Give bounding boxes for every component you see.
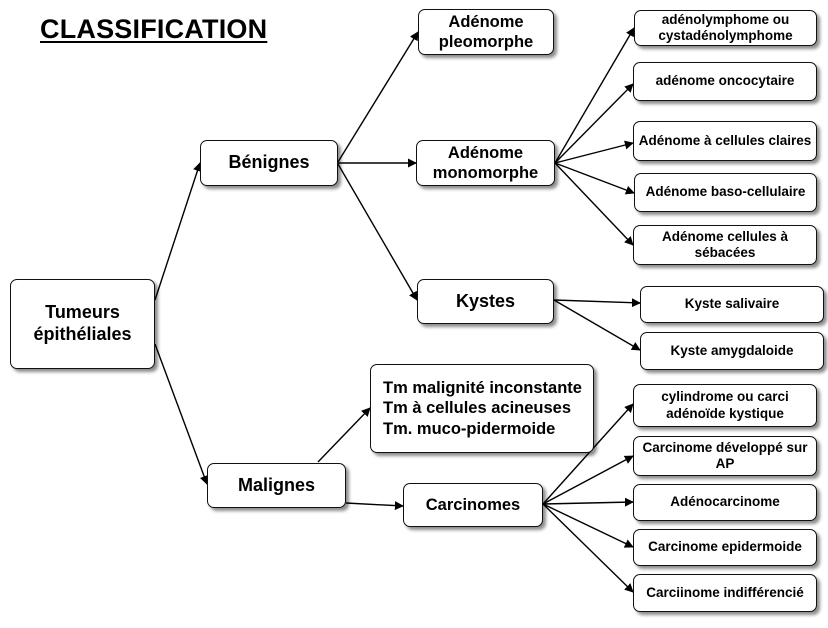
arrow-carc-adenocarcinome	[542, 497, 634, 507]
arrow-mono-sebacees	[554, 162, 634, 246]
arrow-kystes-salivaire	[553, 298, 641, 308]
node-cylindrome: cylindrome ou carci adénoïde kystique	[633, 384, 817, 427]
node-carcinome-epidermoide: Carcinome epidermoide	[633, 529, 817, 566]
diagram-title: CLASSIFICATION	[40, 14, 268, 44]
arrow-mono-oncocytaire	[554, 83, 634, 164]
node-carcinome-indifferencie: Carciinome indifférencié	[633, 574, 817, 612]
arrow-benignes-pleomorphe	[337, 31, 419, 163]
tm-malignite-inconstante: Tm malignité inconstante	[383, 379, 582, 398]
arrow-benignes-kystes	[337, 163, 418, 301]
node-kyste-amygdaloide: Kyste amygdaloide	[640, 332, 824, 370]
arrow-mono-claires	[554, 140, 634, 164]
node-adenome-oncocytaire: adénome oncocytaire	[633, 62, 817, 101]
node-kyste-salivaire: Kyste salivaire	[640, 286, 824, 323]
tm-muco-pidermoide: Tm. muco-pidermoide	[383, 419, 556, 438]
node-adenome-pleomorphe: Adénome pleomorphe	[418, 9, 554, 55]
arrow-carc-indiff	[542, 503, 634, 593]
arrow-mono-baso	[554, 162, 635, 195]
arrow-kystes-amygdaloide	[553, 299, 641, 351]
arrow-mono-adenolymphome	[554, 27, 635, 164]
node-carcinome-ap: Carcinome développé sur AP	[633, 436, 817, 476]
tm-cellules-acineuses: Tm à cellules acineuses	[383, 399, 572, 418]
node-benignes: Bénignes	[200, 140, 338, 186]
node-adenome-monomorphe: Adénome monomorphe	[416, 140, 555, 186]
arrow-carc-epidermoide	[542, 503, 634, 548]
node-carcinomes: Carcinomes	[403, 483, 543, 527]
node-malignes: Malignes	[207, 463, 346, 508]
arrow-carc-cylindrome	[542, 403, 634, 505]
arrow-carc-ap	[542, 455, 634, 505]
node-adenome-cellules-sebacees: Adénome cellules à sébacées	[633, 225, 817, 265]
node-adenolymphome: adénolymphome ou cystadénolymphome	[634, 10, 817, 46]
node-tm-list: Tm malignité inconstante Tm à cellules a…	[370, 364, 594, 453]
node-kystes: Kystes	[417, 279, 554, 324]
arrow-tumeurs-malignes	[154, 343, 209, 485]
node-adenome-baso-cellulaire: Adénome baso-cellulaire	[634, 173, 817, 212]
node-tumeurs-epitheliales: Tumeurs épithéliales	[10, 279, 155, 369]
arrow-tumeurs-benignes	[154, 162, 202, 301]
arrow-malignes-tm	[317, 407, 371, 463]
node-adenocarcinome: Adénocarcinome	[633, 484, 817, 521]
node-adenome-cellules-claires: Adénome à cellules claires	[633, 121, 817, 161]
arrow-malignes-carcinomes	[345, 501, 404, 511]
